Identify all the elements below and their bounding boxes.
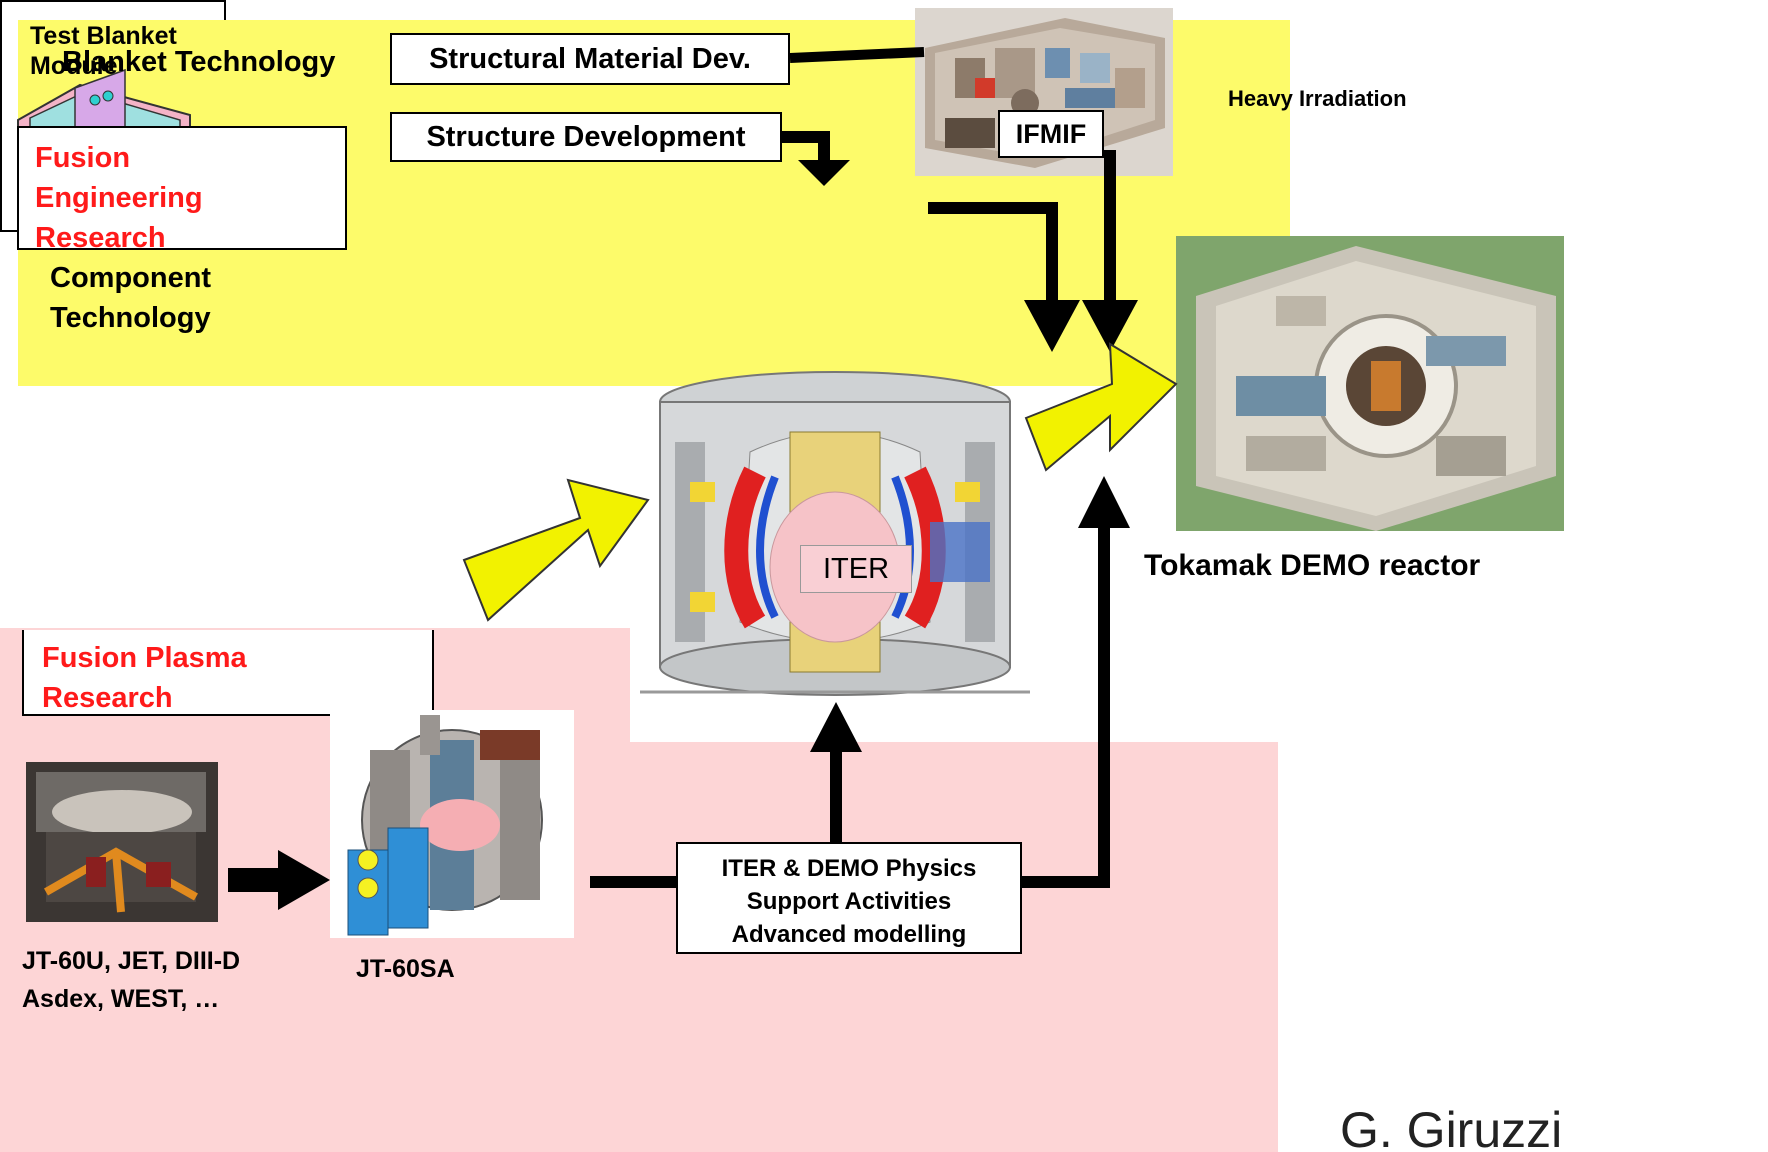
fusion-engineering-line-2: Engineering	[35, 178, 203, 218]
jt60sa-image	[330, 710, 574, 938]
fusion-engineering-line-3: Research	[35, 218, 203, 258]
iter-label: ITER	[800, 545, 912, 593]
progress-arrow-to-iter	[464, 480, 648, 620]
fusion-engineering-line-1: Fusion	[35, 138, 203, 178]
physics-support-line-3: Advanced modelling	[678, 918, 1020, 951]
demo-reactor-label: Tokamak DEMO reactor	[1144, 548, 1480, 583]
fusion-plasma-heading-box: Fusion Plasma Research	[22, 630, 434, 716]
author-credit: G. Giruzzi	[1340, 1100, 1768, 1152]
component-technology-label: Component Technology	[50, 258, 211, 338]
existing-devices-label: JT-60U, JET, DIII-D Asdex, WEST, …	[22, 942, 240, 1018]
ifmif-label-box: IFMIF	[998, 110, 1104, 158]
fusion-engineering-heading-box: Fusion Engineering Research	[17, 126, 347, 250]
existing-tokamak-photo	[26, 762, 218, 922]
component-technology-line-1: Component	[50, 258, 211, 298]
heavy-irradiation-label: Heavy Irradiation	[1228, 86, 1407, 112]
existing-devices-line-2: Asdex, WEST, …	[22, 980, 240, 1018]
structural-material-box: Structural Material Dev.	[390, 33, 790, 85]
author-credit-text: G. Giruzzi	[1340, 1100, 1768, 1152]
existing-devices-line-1: JT-60U, JET, DIII-D	[22, 942, 240, 980]
component-technology-line-2: Technology	[50, 298, 211, 338]
blanket-technology-label: Blanket Technology	[62, 45, 335, 79]
structure-development-box: Structure Development	[390, 112, 782, 162]
iter-tokamak-image	[630, 362, 1040, 720]
fusion-plasma-line-1: Fusion Plasma	[42, 638, 247, 678]
physics-support-box: ITER & DEMO Physics Support Activities A…	[676, 842, 1022, 954]
demo-reactor-image	[1176, 236, 1564, 531]
jt60sa-label: JT-60SA	[356, 955, 455, 985]
fusion-plasma-line-2: Research	[42, 678, 247, 718]
physics-to-demo-arrowhead	[1078, 476, 1130, 528]
physics-support-line-2: Support Activities	[678, 885, 1020, 918]
physics-support-line-1: ITER & DEMO Physics	[678, 852, 1020, 885]
